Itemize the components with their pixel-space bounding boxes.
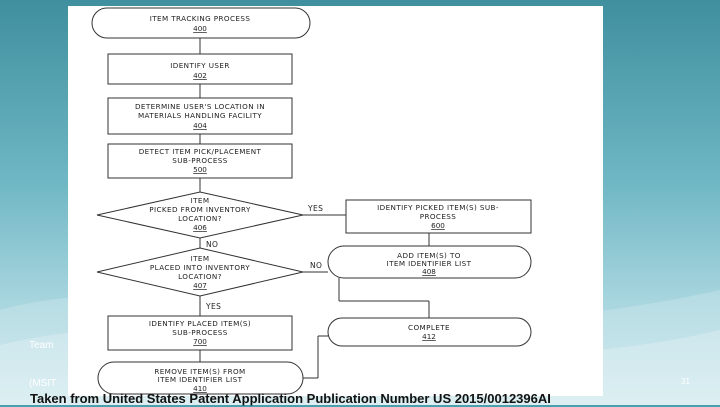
node-410-label-1: REMOVE ITEM(S) FROM (154, 367, 245, 376)
node-402-number: 402 (193, 71, 207, 80)
decision-406-label-2: PICKED FROM INVENTORY (149, 205, 251, 214)
decision-407-label-1: ITEM (191, 254, 210, 263)
flowchart: ITEM TRACKING PROCESS 400 IDENTIFY USER … (91, 7, 532, 395)
node-408-label-1: ADD ITEM(S) TO (397, 251, 461, 260)
decision-407-label-3: LOCATION? (178, 272, 222, 281)
node-408: ADD ITEM(S) TO ITEM IDENTIFIER LIST 408 (327, 245, 532, 279)
node-410: REMOVE ITEM(S) FROM ITEM IDENTIFIER LIST… (97, 361, 304, 395)
node-412-label: COMPLETE (408, 323, 450, 332)
node-600: IDENTIFY PICKED ITEM(S) SUB- PROCESS 600 (345, 199, 532, 234)
node-404: DETERMINE USER'S LOCATION IN MATERIALS H… (107, 97, 293, 135)
node-408-label-2: ITEM IDENTIFIER LIST (387, 259, 472, 268)
patent-figure: ITEM TRACKING PROCESS 400 IDENTIFY USER … (68, 6, 603, 396)
decision-406: ITEM PICKED FROM INVENTORY LOCATION? 406 (96, 191, 304, 239)
decision-407-label-2: PLACED INTO INVENTORY (150, 263, 250, 272)
figure-caption: Taken from United States Patent Applicat… (30, 391, 551, 406)
page-number: 31 (681, 377, 690, 386)
node-408-number: 408 (422, 267, 436, 276)
decision-407-number: 407 (193, 281, 207, 290)
node-500: DETECT ITEM PICK/PLACEMENT SUB-PROCESS 5… (107, 143, 293, 179)
team-label: Team (29, 340, 54, 351)
node-500-label-2: SUB-PROCESS (172, 156, 227, 165)
node-700-label-2: SUB-PROCESS (172, 328, 227, 337)
edge-label-no-406: NO (206, 240, 218, 249)
connectors (199, 38, 430, 379)
node-410-label-2: ITEM IDENTIFIER LIST (158, 375, 243, 384)
node-402: IDENTIFY USER 402 (107, 53, 293, 85)
edge-label-no-407: NO (310, 261, 322, 270)
node-700-number: 700 (193, 337, 207, 346)
decision-406-number: 406 (193, 223, 207, 232)
node-400-number: 400 (193, 24, 207, 33)
node-700: IDENTIFY PLACED ITEM(S) SUB-PROCESS 700 (107, 315, 293, 351)
node-412: COMPLETE 412 (327, 317, 532, 347)
decision-406-label-3: LOCATION? (178, 214, 222, 223)
node-412-number: 412 (422, 332, 436, 341)
node-600-label-2: PROCESS (420, 212, 457, 221)
team-sublabel: (MSIT (29, 378, 57, 389)
node-404-label-2: MATERIALS HANDLING FACILITY (138, 111, 262, 120)
edge-label-yes-406: YES (307, 204, 323, 213)
node-404-number: 404 (193, 121, 207, 130)
node-500-label-1: DETECT ITEM PICK/PLACEMENT (139, 147, 262, 156)
node-500-number: 500 (193, 165, 207, 174)
node-400: ITEM TRACKING PROCESS 400 (91, 7, 311, 39)
decision-406-label-1: ITEM (191, 196, 210, 205)
node-404-label-1: DETERMINE USER'S LOCATION IN (135, 102, 265, 111)
node-600-label-1: IDENTIFY PICKED ITEM(S) SUB- (377, 203, 499, 212)
node-410-number: 410 (193, 384, 207, 393)
edge-label-yes-407: YES (205, 302, 221, 311)
node-600-number: 600 (431, 221, 445, 230)
node-402-label: IDENTIFY USER (170, 61, 229, 70)
node-400-label: ITEM TRACKING PROCESS (150, 14, 251, 23)
node-700-label-1: IDENTIFY PLACED ITEM(S) (149, 319, 251, 328)
decision-407: ITEM PLACED INTO INVENTORY LOCATION? 407 (96, 247, 304, 297)
